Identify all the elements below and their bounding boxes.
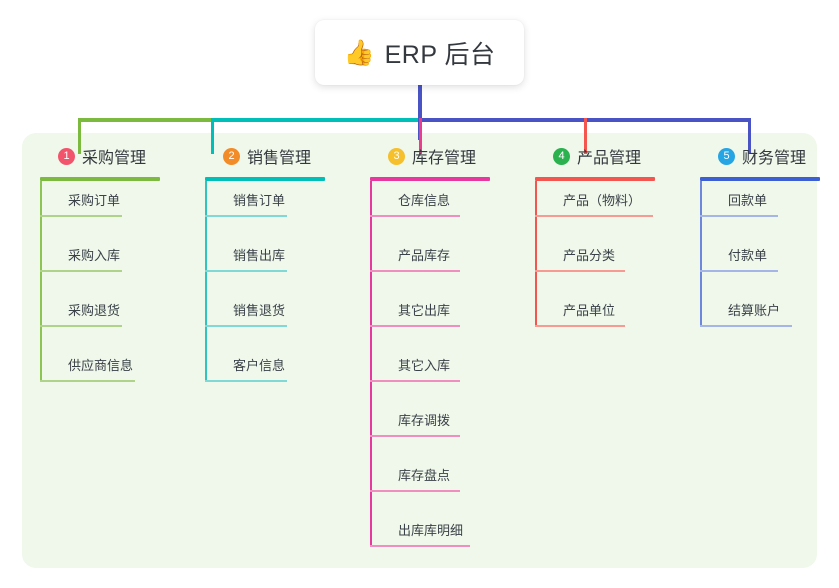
branch-item-rule: [370, 380, 460, 382]
branch-item-label: 结算账户: [728, 303, 781, 318]
branch-item-rule: [535, 215, 653, 217]
branch-column-5: 5 财务管理回款单付款单结算账户: [700, 133, 835, 327]
branch-item-label: 仓库信息: [398, 193, 451, 208]
branch-column-4: 4 产品管理产品（物料） 产品分类产品单位: [535, 133, 695, 327]
root-node-card[interactable]: 👍 ERP 后台: [315, 20, 524, 85]
branch-item-label: 库存盘点: [398, 468, 451, 483]
connector-bar-segment-green: [78, 118, 213, 122]
connector-drop-2: [211, 118, 214, 154]
branch-item-label: 采购退货: [68, 303, 121, 318]
branch-item-label: 供应商信息: [68, 358, 134, 373]
branch-item-label: 产品单位: [563, 303, 616, 318]
branch-item-label: 产品分类: [563, 248, 616, 263]
branch-item-rule: [205, 325, 287, 327]
branch-item-rule: [370, 435, 460, 437]
branch-number-badge: 1: [58, 147, 75, 165]
branch-number-badge: 2: [223, 147, 240, 165]
branch-column-3: 3 库存管理仓库信息产品库存其它出库其它入库库存调拨库存盘点出库库明细: [370, 133, 520, 547]
branch-item-rule: [535, 270, 625, 272]
branch-header-rule: [370, 177, 490, 181]
branches-panel: [22, 133, 817, 568]
branch-item-label: 销售订单: [233, 193, 286, 208]
branch-item-label: 产品库存: [398, 248, 451, 263]
branch-header-label: 库存管理: [412, 150, 477, 167]
branch-header-rule: [535, 177, 655, 181]
branch-item-rule: [40, 270, 122, 272]
branch-item-rule: [700, 270, 778, 272]
branch-item-rule: [40, 325, 122, 327]
branch-header-rule: [205, 177, 325, 181]
branch-spine: [370, 181, 372, 546]
connector-drop-5: [748, 118, 751, 154]
connector-drop-1: [78, 118, 81, 154]
branch-item-rule: [370, 545, 470, 547]
branch-item-rule: [370, 325, 460, 327]
branch-header-label: 产品管理: [577, 150, 642, 167]
branch-item-label: 出库库明细: [398, 523, 464, 538]
branch-item-rule: [535, 325, 625, 327]
branch-header-2[interactable]: 2 销售管理: [205, 133, 355, 179]
branch-number-badge: 4: [553, 147, 570, 165]
branch-item-rule: [205, 380, 287, 382]
thumbs-up-icon: 👍: [343, 38, 375, 67]
branch-item-rule: [700, 325, 792, 327]
branch-item-rule: [205, 270, 287, 272]
branch-item-label: 库存调拨: [398, 413, 451, 428]
root-node-title: ERP 后台: [384, 40, 496, 69]
branch-item-label: 客户信息: [233, 358, 286, 373]
branch-item-rule: [40, 215, 122, 217]
branch-spine: [535, 181, 537, 326]
branch-header-label: 采购管理: [82, 150, 147, 167]
branch-header-label: 财务管理: [742, 150, 807, 167]
branch-spine: [40, 181, 42, 381]
branch-item-rule: [370, 490, 460, 492]
branch-number-badge: 5: [718, 147, 735, 165]
branch-spine: [700, 181, 702, 326]
branch-header-4[interactable]: 4 产品管理: [535, 133, 695, 179]
branch-item-label: 产品（物料）: [563, 193, 642, 208]
branch-item-label: 销售出库: [233, 248, 286, 263]
branch-item-label: 采购入库: [68, 248, 121, 263]
branch-column-1: 1 采购管理采购订单采购入库采购退货供应商信息: [40, 133, 190, 382]
branch-spine: [205, 181, 207, 381]
branch-header-1[interactable]: 1 采购管理: [40, 133, 190, 179]
branch-item-label: 其它出库: [398, 303, 451, 318]
branch-item-label: 其它入库: [398, 358, 451, 373]
connector-drop-3: [419, 118, 422, 154]
branch-item-rule: [370, 270, 460, 272]
branch-number-badge: 3: [388, 147, 405, 165]
branch-item-rule: [205, 215, 287, 217]
connector-drop-4: [584, 118, 587, 154]
connector-root-stem: [418, 85, 422, 140]
branch-item-label: 付款单: [728, 248, 768, 263]
branch-header-rule: [700, 177, 820, 181]
branch-column-2: 2 销售管理销售订单销售出库销售退货客户信息: [205, 133, 355, 382]
branch-item-label: 销售退货: [233, 303, 286, 318]
branch-item-rule: [700, 215, 778, 217]
branch-header-rule: [40, 177, 160, 181]
branch-item-label: 采购订单: [68, 193, 121, 208]
branch-columns: 1 采购管理采购订单采购入库采购退货供应商信息 2 销售管理销售订单销售出库销售退货客…: [22, 133, 820, 568]
connector-bar-segment-teal: [211, 118, 420, 122]
branch-item-rule: [370, 215, 460, 217]
branch-item-rule: [40, 380, 135, 382]
branch-header-3[interactable]: 3 库存管理: [370, 133, 520, 179]
branch-header-label: 销售管理: [247, 150, 312, 167]
branch-item-label: 回款单: [728, 193, 768, 208]
branch-header-5[interactable]: 5 财务管理: [700, 133, 835, 179]
